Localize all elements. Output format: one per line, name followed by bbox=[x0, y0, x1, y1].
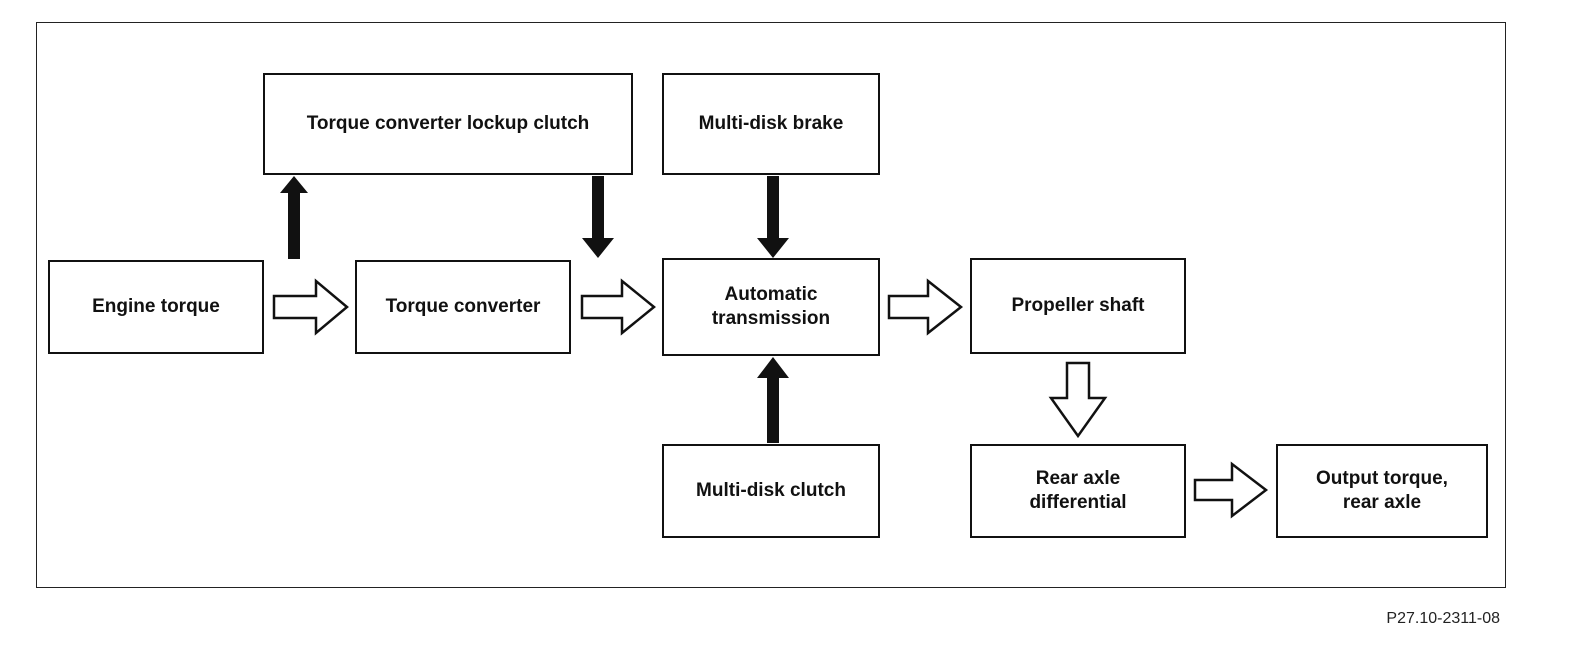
node-label: Multi-disk brake bbox=[698, 113, 844, 135]
node-engine-torque: Engine torque bbox=[48, 260, 264, 354]
node-multidisk-brake: Multi-disk brake bbox=[662, 73, 880, 175]
solid-arrow-brake-to-transmission bbox=[757, 176, 789, 258]
node-lockup-clutch: Torque converter lockup clutch bbox=[263, 73, 633, 175]
node-output-torque: Output torque, rear axle bbox=[1276, 444, 1488, 538]
hollow-arrow-shaft-to-differential bbox=[1048, 361, 1108, 439]
node-label: Automatic transmission bbox=[711, 284, 831, 329]
node-label: Propeller shaft bbox=[1011, 295, 1145, 317]
node-label: Engine torque bbox=[92, 296, 220, 318]
node-label: Torque converter bbox=[385, 296, 541, 318]
node-label: Multi-disk clutch bbox=[696, 480, 846, 502]
node-rear-axle-differential: Rear axle differential bbox=[970, 444, 1186, 538]
hollow-arrow-transmission-to-shaft bbox=[887, 278, 964, 336]
hollow-arrow-differential-to-output bbox=[1193, 461, 1269, 519]
node-torque-converter: Torque converter bbox=[355, 260, 571, 354]
node-automatic-transmission: Automatic transmission bbox=[662, 258, 880, 356]
figure-code: P27.10-2311-08 bbox=[1386, 610, 1500, 627]
solid-arrow-engine-to-lockup bbox=[280, 176, 308, 259]
node-multidisk-clutch: Multi-disk clutch bbox=[662, 444, 880, 538]
diagram-frame bbox=[36, 22, 1506, 588]
hollow-arrow-engine-to-converter bbox=[272, 278, 349, 336]
solid-arrow-lockup-to-transmission bbox=[582, 176, 614, 258]
node-label: Rear axle differential bbox=[1029, 468, 1127, 513]
node-propeller-shaft: Propeller shaft bbox=[970, 258, 1186, 354]
node-label: Output torque, rear axle bbox=[1316, 468, 1448, 513]
node-label: Torque converter lockup clutch bbox=[306, 113, 590, 135]
solid-arrow-clutch-to-transmission bbox=[757, 357, 789, 443]
hollow-arrow-converter-to-transmission bbox=[580, 278, 656, 336]
